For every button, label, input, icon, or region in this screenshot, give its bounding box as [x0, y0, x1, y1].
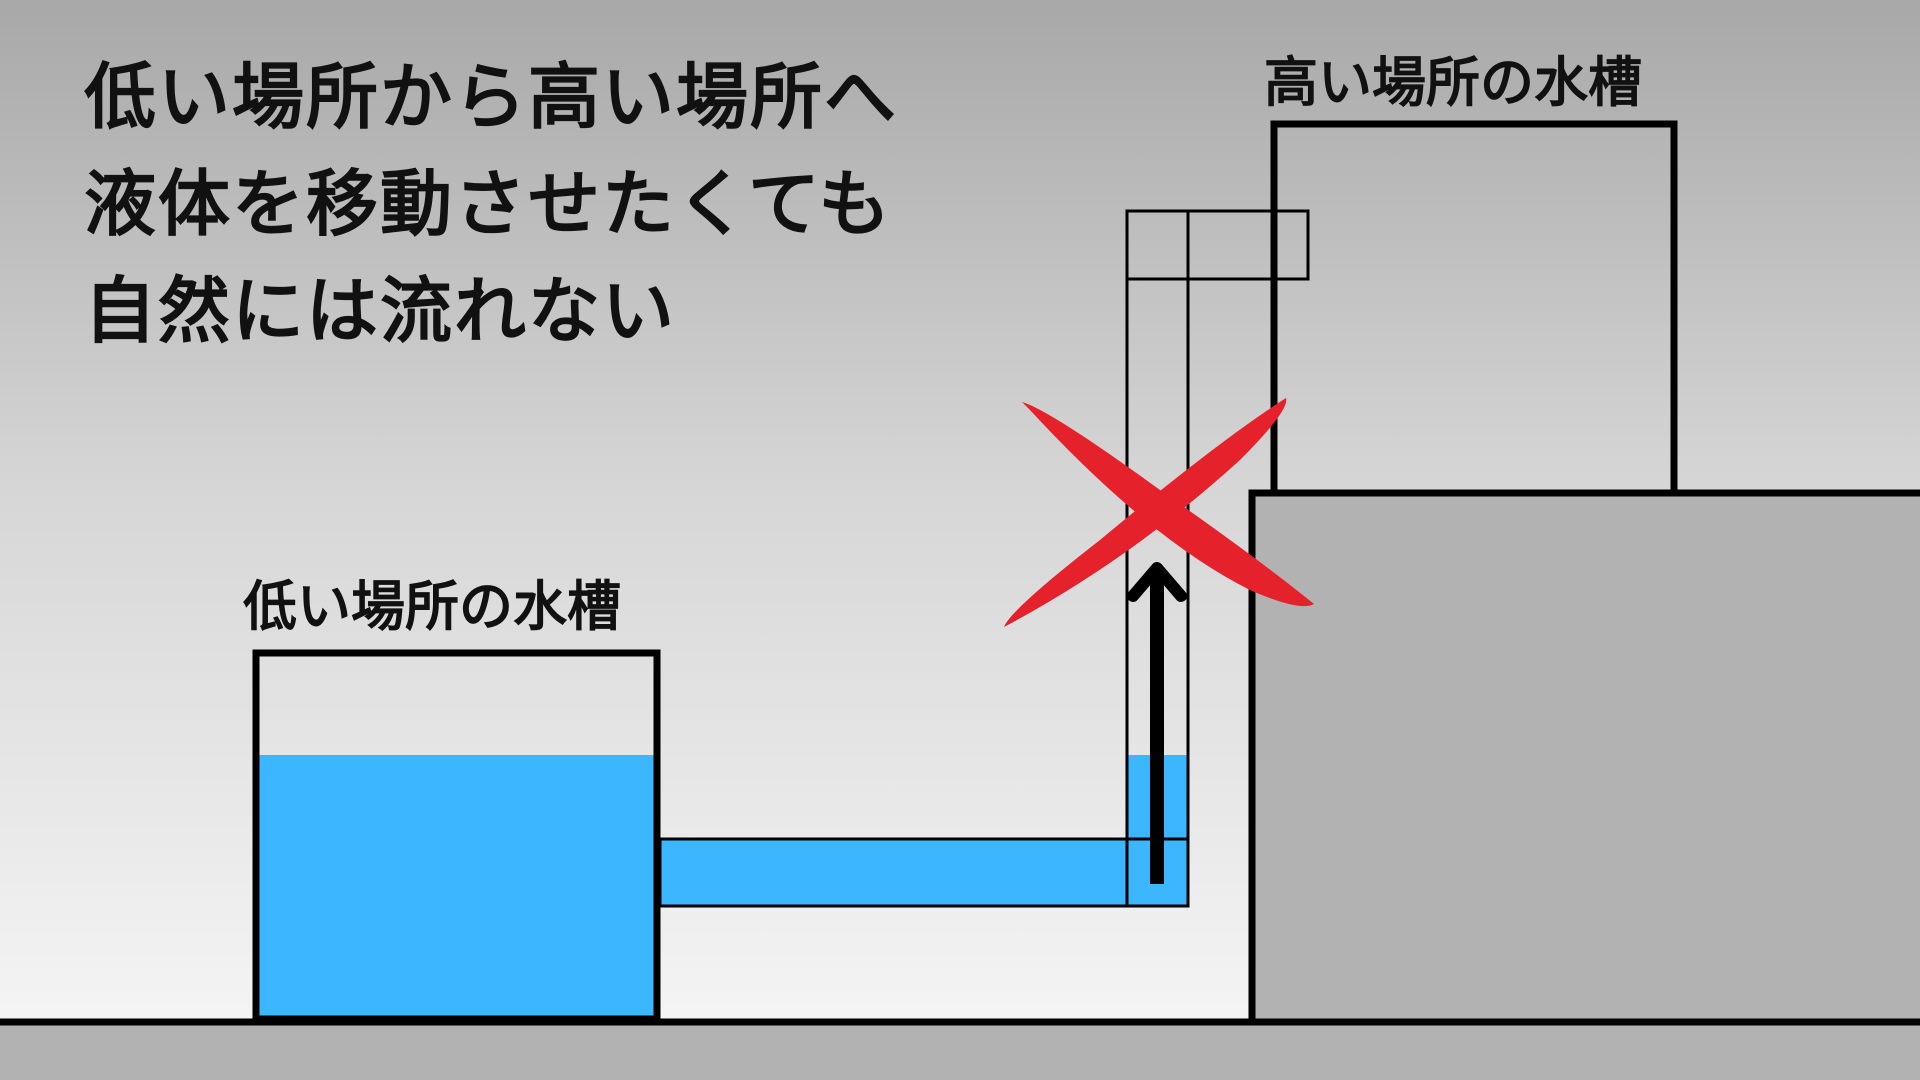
top-pipe [1125, 209, 1310, 281]
headline-line: 低い場所から高い場所へ [84, 55, 899, 139]
high-tank-label: 高い場所の水槽 [1264, 51, 1642, 114]
low-tank-water [256, 755, 657, 1019]
low-tank-label: 低い場所の水槽 [243, 575, 621, 638]
cross-mark-icon [1004, 398, 1314, 627]
headline-line: 液体を移動させたくても [84, 162, 893, 246]
high-tank [1270, 120, 1678, 497]
ground [0, 1022, 1920, 1080]
headline: 低い場所から高い場所へ 液体を移動させたくても 自然には流れない [84, 44, 898, 365]
low-tank [252, 649, 661, 1023]
raised-platform [1248, 489, 1920, 1026]
headline-line: 自然には流れない [84, 269, 677, 353]
arrow-head [1127, 562, 1187, 602]
horizontal-pipe [658, 837, 1190, 908]
